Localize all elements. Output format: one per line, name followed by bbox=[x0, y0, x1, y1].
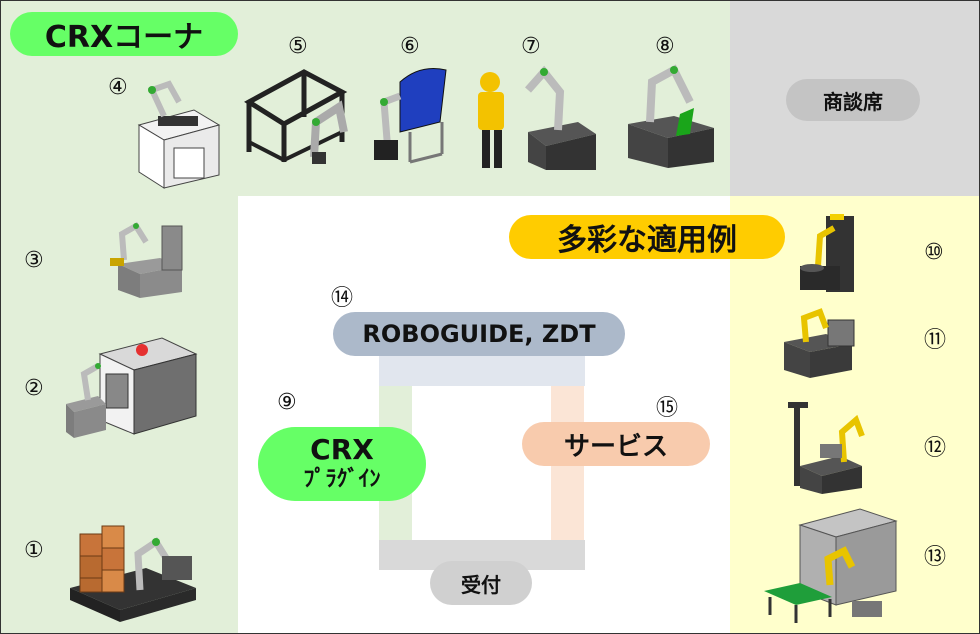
number-9: ⑨ bbox=[277, 392, 297, 414]
title-text: CRXコーナ bbox=[45, 12, 203, 56]
crx-plugin-label: CRX ﾌﾟﾗｸﾞｲﾝ bbox=[258, 427, 426, 501]
number-3: ③ bbox=[24, 250, 44, 272]
roboguide-label: ROBOGUIDE, ZDT bbox=[333, 312, 625, 356]
robot-app-10-illustration bbox=[796, 210, 860, 294]
crx-corner-title: CRXコーナ bbox=[10, 12, 238, 56]
number-8: ⑧ bbox=[655, 36, 675, 58]
number-1: ① bbox=[24, 540, 44, 562]
number-7: ⑦ bbox=[521, 36, 541, 58]
robot-machine-3-illustration bbox=[104, 220, 186, 302]
robot-door-6-illustration bbox=[370, 62, 450, 168]
robot-app-11-illustration bbox=[780, 306, 858, 382]
robot-app-13-illustration bbox=[760, 505, 900, 625]
number-4: ④ bbox=[108, 77, 128, 99]
number-2: ② bbox=[24, 378, 44, 400]
number-6: ⑥ bbox=[400, 36, 420, 58]
robot-app-12-illustration bbox=[780, 396, 864, 496]
number-11: ⑪ bbox=[924, 330, 946, 352]
robot-table-8-illustration bbox=[624, 62, 716, 168]
number-13: ⑬ bbox=[924, 547, 946, 569]
number-15: ⑮ bbox=[656, 398, 678, 420]
number-10: ⑩ bbox=[924, 242, 944, 264]
service-label: サービス bbox=[522, 422, 710, 466]
number-12: ⑫ bbox=[924, 438, 946, 460]
booth-top-bar bbox=[379, 356, 585, 386]
robot-cell-4-illustration bbox=[134, 80, 224, 190]
applications-label: 多彩な適用例 bbox=[509, 215, 785, 259]
meeting-area-label: 商談席 bbox=[786, 79, 920, 121]
robot-frame-5-illustration bbox=[244, 62, 348, 166]
number-5: ⑤ bbox=[288, 36, 308, 58]
robot-palletizing-1-illustration bbox=[66, 508, 198, 624]
robot-cnc-2-illustration bbox=[62, 334, 198, 444]
reception-label: 受付 bbox=[430, 561, 532, 605]
robot-worker-7-illustration bbox=[468, 62, 600, 172]
number-14: ⑭ bbox=[331, 288, 353, 310]
